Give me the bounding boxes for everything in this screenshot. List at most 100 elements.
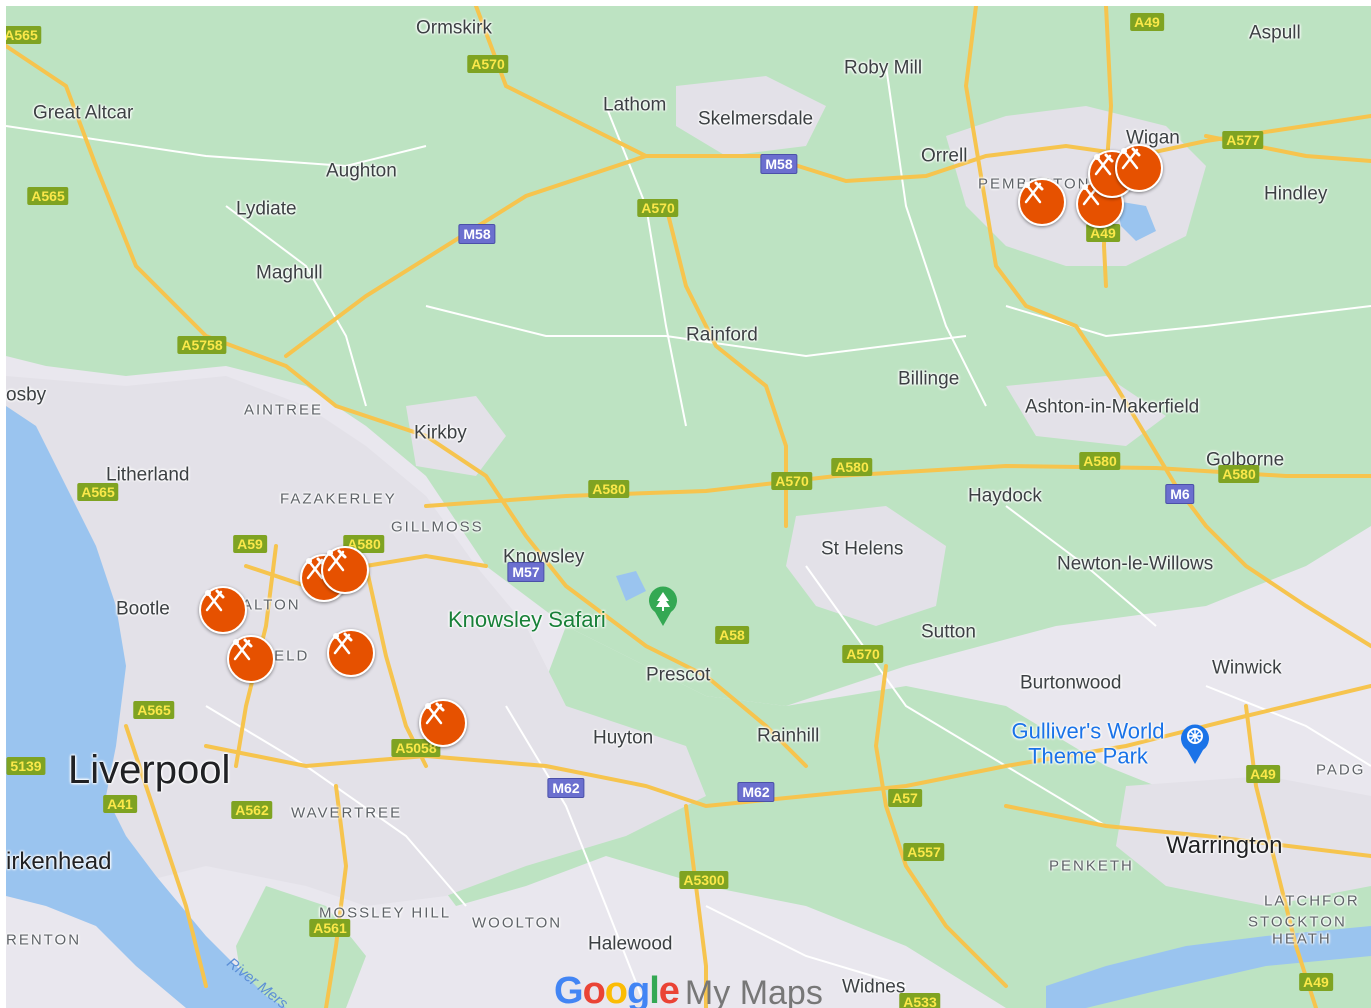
place-label-mossley-hill[interactable]: MOSSLEY HILL [319, 904, 452, 922]
amusement-icon[interactable] [1180, 722, 1210, 764]
road-shield-a561: A561 [309, 919, 351, 937]
road-shield-m62-1: M62 [547, 778, 585, 798]
road-shield-a580-4: A580 [588, 480, 630, 498]
road-shield-m6: M6 [1165, 484, 1195, 504]
restaurant-marker[interactable] [1018, 178, 1066, 226]
restaurant-marker[interactable] [199, 586, 247, 634]
place-label-st-helens[interactable]: St Helens [821, 538, 904, 560]
my-maps-wordmark: My Maps [684, 974, 823, 1008]
place-label-wigan[interactable]: Wigan [1126, 127, 1180, 149]
place-label-bootle[interactable]: Bootle [116, 598, 170, 620]
gullivers-line1: Gulliver's World [1011, 718, 1165, 744]
restaurant-marker[interactable] [321, 546, 369, 594]
place-label-knowsley[interactable]: Knowsley [503, 546, 585, 568]
place-label-prenton[interactable]: RENTON [6, 931, 82, 949]
fork-knife-icon [306, 557, 326, 580]
place-label-burtonwood[interactable]: Burtonwood [1020, 672, 1122, 694]
road-shield-a580-2: A580 [1079, 452, 1121, 470]
restaurant-marker[interactable] [327, 629, 375, 677]
place-label-stockton-heath[interactable]: STOCKTON [1248, 913, 1347, 931]
place-label-anfield[interactable]: IELD [268, 647, 310, 665]
fork-knife-icon [333, 632, 353, 655]
place-label-kirkby[interactable]: Kirkby [414, 422, 467, 444]
place-label-winwick[interactable]: Winwick [1212, 657, 1282, 679]
place-label-ashton[interactable]: Ashton-in-Makerfield [1025, 396, 1200, 418]
road-shield-a5300: A5300 [679, 871, 729, 889]
place-label-rainford[interactable]: Rainford [686, 324, 758, 346]
place-label-fazakerley[interactable]: FAZAKERLEY [280, 490, 397, 508]
road-shield-a41: A41 [103, 795, 137, 813]
place-label-halewood[interactable]: Halewood [588, 933, 673, 955]
restaurant-marker[interactable] [419, 699, 467, 747]
place-label-crosby[interactable]: osby [6, 384, 47, 406]
place-label-great-altcar[interactable]: Great Altcar [33, 102, 134, 124]
fork-knife-icon [233, 638, 253, 661]
place-label-maghull[interactable]: Maghull [256, 262, 323, 284]
tree-icon[interactable] [648, 584, 678, 626]
restaurant-marker[interactable] [1115, 144, 1163, 192]
minor-roads-layer [6, 65, 1371, 1008]
road-shield-m57: M57 [507, 562, 545, 582]
road-shield-a570-1: A570 [467, 55, 509, 73]
place-label-warrington[interactable]: Warrington [1166, 832, 1283, 859]
place-label-prescot[interactable]: Prescot [646, 664, 711, 686]
place-label-litherland[interactable]: Litherland [106, 464, 190, 486]
place-label-liverpool[interactable]: Liverpool [68, 748, 231, 792]
road-shield-m62-2: M62 [737, 782, 775, 802]
place-label-aspull[interactable]: Aspull [1249, 22, 1301, 44]
place-label-rainhill[interactable]: Rainhill [757, 725, 820, 747]
road-shield-a58: A58 [715, 626, 749, 644]
place-label-widnes[interactable]: Widnes [842, 976, 906, 998]
place-label-woolton[interactable]: WOOLTON [472, 914, 563, 932]
place-label-lathom[interactable]: Lathom [603, 94, 667, 116]
place-label-roby-mill[interactable]: Roby Mill [844, 57, 923, 79]
road-shield-m58-2: M58 [458, 224, 496, 244]
road-shield-a533: A533 [899, 993, 941, 1008]
place-label-gillmoss[interactable]: GILLMOSS [391, 518, 484, 536]
fork-knife-icon [1121, 147, 1141, 170]
road-shield-a565-2: A565 [27, 187, 69, 205]
fork-knife-icon [327, 549, 347, 572]
google-wordmark: Google [554, 970, 680, 1008]
fork-knife-icon [205, 589, 225, 612]
place-label-penketh[interactable]: PENKETH [1049, 857, 1134, 875]
place-label-walton[interactable]: ALTON [242, 596, 301, 614]
place-label-sutton[interactable]: Sutton [921, 621, 976, 643]
google-my-maps-logo: Google My Maps [554, 970, 823, 1008]
place-label-heath[interactable]: HEATH [1272, 930, 1332, 948]
road-shield-a580-1: A580 [831, 458, 873, 476]
road-shield-a570-2: A570 [637, 199, 679, 217]
place-label-ormskirk[interactable]: Ormskirk [416, 17, 492, 39]
place-label-orrell[interactable]: Orrell [921, 145, 968, 167]
place-label-aughton[interactable]: Aughton [326, 160, 397, 182]
gullivers-world-label[interactable]: Gulliver's World Theme Park [1012, 719, 1165, 770]
place-label-knowsley-safari[interactable]: Knowsley Safari [448, 607, 606, 632]
place-label-latchford[interactable]: LATCHFOR [1264, 892, 1360, 910]
road-shield-a49-3: A49 [1246, 765, 1280, 783]
fork-knife-icon [1024, 181, 1044, 204]
place-label-aintree[interactable]: AINTREE [244, 401, 324, 419]
place-label-birkenhead[interactable]: irkenhead [6, 848, 112, 875]
road-shield-a5758: A5758 [177, 336, 227, 354]
place-label-hindley[interactable]: Hindley [1264, 183, 1328, 205]
place-label-padgate[interactable]: PADG [1316, 761, 1366, 779]
place-label-newton[interactable]: Newton-le-Willows [1057, 553, 1214, 575]
place-label-skelmersdale[interactable]: Skelmersdale [698, 108, 814, 130]
fork-knife-icon [425, 702, 445, 725]
road-shield-a59: A59 [233, 535, 267, 553]
road-shield-a565-1: A565 [6, 26, 42, 44]
place-label-wavertree[interactable]: WAVERTREE [291, 804, 403, 822]
restaurant-marker[interactable] [227, 635, 275, 683]
place-label-billinge[interactable]: Billinge [898, 368, 960, 390]
place-label-huyton[interactable]: Huyton [593, 727, 654, 749]
road-shield-a5058: A5058 [391, 739, 441, 757]
fork-knife-icon [1094, 153, 1114, 176]
place-label-golborne[interactable]: Golborne [1206, 449, 1285, 471]
place-label-haydock[interactable]: Haydock [968, 485, 1042, 507]
road-shield-a557: A557 [903, 843, 945, 861]
road-shield-a570-4: A570 [842, 645, 884, 663]
place-label-lydiate[interactable]: Lydiate [236, 198, 297, 220]
road-shield-a580-3: A580 [1218, 465, 1260, 483]
road-shield-a577: A577 [1222, 131, 1264, 149]
